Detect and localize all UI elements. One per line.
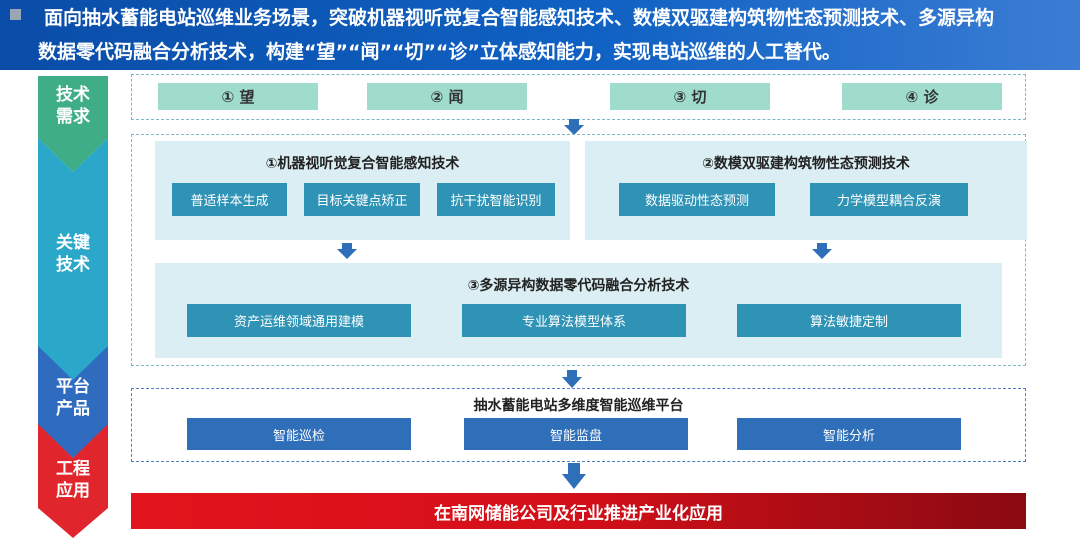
stage-label: 技术 需求 [56, 85, 90, 127]
platform-item-1: 智能巡检 [187, 418, 411, 450]
stage-label: 关键 技术 [56, 233, 90, 275]
tech1-item-1: 普适样本生成 [172, 183, 287, 216]
tech-panel-1: ①机器视听觉复合智能感知技术 普适样本生成 目标关键点矫正 抗干扰智能识别 [155, 141, 570, 240]
down-arrow-icon [562, 370, 582, 388]
platform-title: 抽水蓄能电站多维度智能巡维平台 [473, 398, 684, 414]
stage-chevron-shape [38, 138, 108, 384]
down-arrow-icon [562, 463, 586, 489]
header-banner: 面向抽水蓄能电站巡维业务场景，突破机器视听觉复合智能感知技术、数模双驱建构筑物性… [0, 0, 1080, 70]
tech2-item-1: 数据驱动性态预测 [619, 183, 775, 216]
key-tech-frame [131, 134, 1026, 366]
stage-chevron-shape [38, 346, 108, 458]
need-box-2: ② 闻 [367, 83, 527, 110]
tech1-item-3: 抗干扰智能识别 [437, 183, 555, 216]
stage-key-tech: 关键 技术 [38, 138, 108, 384]
application-bar: 在南网储能公司及行业推进产业化应用 [131, 493, 1026, 529]
down-arrow-icon [564, 119, 584, 135]
tech1-item-2: 目标关键点矫正 [304, 183, 420, 216]
stage-chevron-shape [38, 424, 108, 538]
stage-application: 工程 应用 [38, 424, 108, 538]
need-box-4: ④ 诊 [842, 83, 1002, 110]
header-text-line1: 面向抽水蓄能电站巡维业务场景，突破机器视听觉复合智能感知技术、数模双驱建构筑物性… [44, 7, 995, 29]
need-box-3: ③ 切 [610, 83, 770, 110]
header-text-line2: 数据零代码融合分析技术，构建“望”“闻”“切”“诊”立体感知能力，实现电站巡维的… [38, 41, 841, 63]
tech3-item-3: 算法敏捷定制 [737, 304, 961, 337]
platform-item-3: 智能分析 [737, 418, 961, 450]
bullet-square-icon [10, 9, 21, 20]
tech2-item-2: 力学模型耦合反演 [810, 183, 968, 216]
platform-item-2: 智能监盘 [464, 418, 688, 450]
stage-label: 平台 产品 [56, 377, 90, 419]
tech3-item-2: 专业算法模型体系 [462, 304, 686, 337]
tech-panel-2-title: ②数模双驱建构筑物性态预测技术 [702, 156, 910, 172]
stage-chevron-shape [38, 76, 108, 172]
stage-label: 工程 应用 [56, 459, 90, 501]
down-arrow-icon [812, 243, 832, 259]
stage-platform: 平台 产品 [38, 346, 108, 458]
tech-panel-3: ③多源异构数据零代码融合分析技术 资产运维领域通用建模 专业算法模型体系 算法敏… [155, 263, 1002, 358]
tech3-item-1: 资产运维领域通用建模 [187, 304, 411, 337]
stage-tech-needs: 技术 需求 [38, 76, 108, 172]
platform-frame: 抽水蓄能电站多维度智能巡维平台 [131, 388, 1026, 462]
tech-panel-2: ②数模双驱建构筑物性态预测技术 数据驱动性态预测 力学模型耦合反演 [585, 141, 1027, 240]
tech-panel-3-title: ③多源异构数据零代码融合分析技术 [467, 278, 690, 294]
tech-panel-1-title: ①机器视听觉复合智能感知技术 [265, 156, 460, 172]
down-arrow-icon [337, 243, 357, 259]
need-box-1: ① 望 [158, 83, 318, 110]
